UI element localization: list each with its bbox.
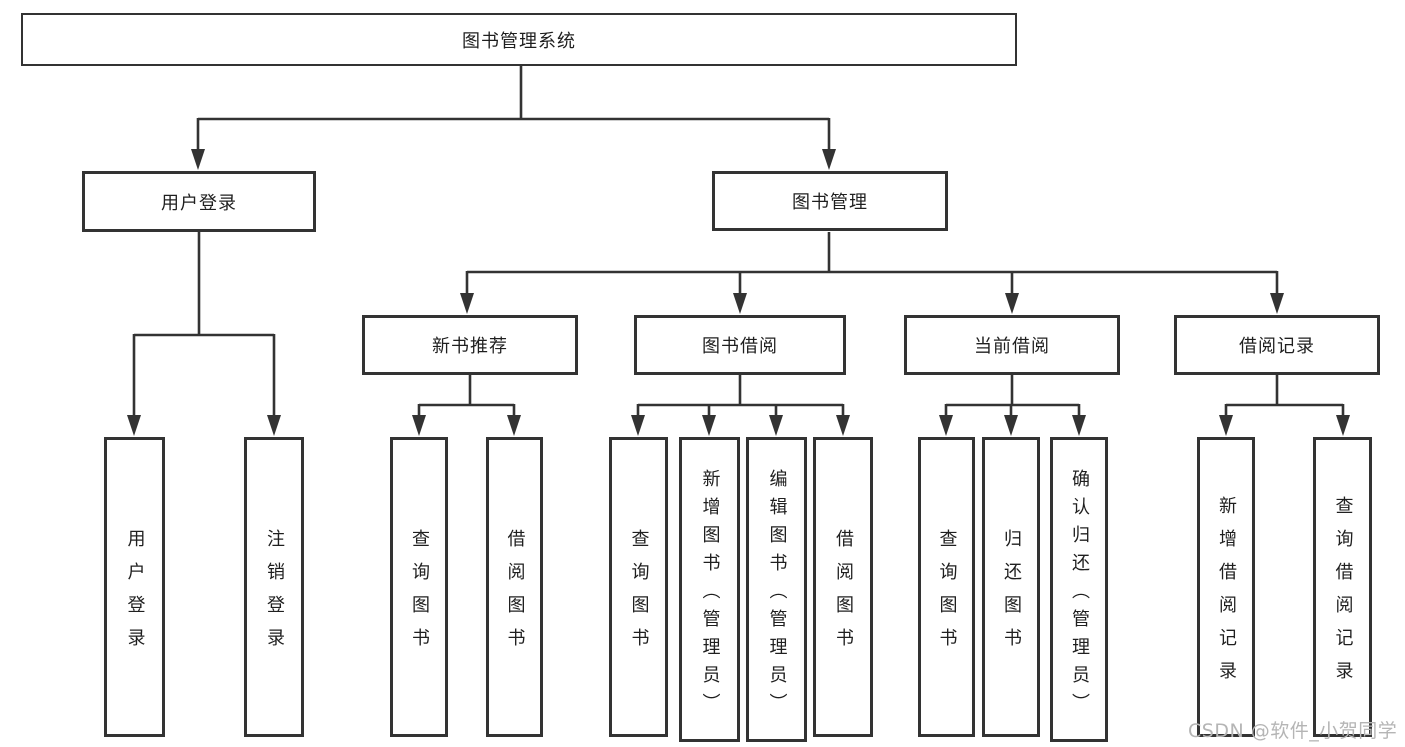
node-label: 查询图书 [409, 528, 430, 661]
node-label: 借阅记录 [1239, 336, 1315, 357]
leaf-borrow-books-recommend: 借阅图书 [486, 437, 543, 737]
node-label: 查询借阅记录 [1332, 495, 1354, 694]
node-root-library-system: 图书管理系统 [21, 13, 1017, 66]
leaf-user-login: 用户登录 [104, 437, 165, 737]
leaf-add-borrow-record: 新增借阅记录 [1197, 437, 1255, 737]
node-label: 图书管理系统 [462, 30, 576, 52]
node-label: 新书推荐 [432, 336, 508, 357]
node-label: 新增借阅记录 [1216, 495, 1237, 694]
node-label: 注销登录 [264, 528, 285, 661]
node-label: 当前借阅 [974, 336, 1050, 357]
node-label: 用户登录 [161, 192, 237, 214]
node-new-book-recommend: 新书推荐 [362, 315, 578, 375]
leaf-logout: 注销登录 [244, 437, 304, 737]
leaf-edit-books-admin: 编辑图书（管理员） [746, 437, 807, 742]
node-label: 借阅图书 [504, 528, 526, 661]
leaf-query-books-recommend: 查询图书 [390, 437, 448, 737]
node-book-borrowing: 图书借阅 [634, 315, 846, 375]
node-label: 图书借阅 [702, 336, 778, 357]
node-label: 查询图书 [628, 528, 650, 661]
node-label: 新增图书（管理员） [699, 468, 721, 721]
node-borrowing-records: 借阅记录 [1174, 315, 1380, 375]
node-label: 归还图书 [1001, 528, 1022, 661]
leaf-query-books-current: 查询图书 [918, 437, 975, 737]
leaf-query-books-borrowing: 查询图书 [609, 437, 668, 737]
node-current-borrowing: 当前借阅 [904, 315, 1120, 375]
csdn-watermark: CSDN @软件_小贺同学 [1188, 720, 1398, 742]
leaf-confirm-return-admin: 确认归还（管理员） [1050, 437, 1108, 742]
node-label: 确认归还（管理员） [1069, 468, 1090, 721]
node-label: 编辑图书（管理员） [766, 468, 788, 721]
node-label: 图书管理 [792, 192, 868, 213]
leaf-query-borrow-record: 查询借阅记录 [1313, 437, 1372, 737]
node-label: 查询图书 [936, 528, 958, 661]
node-label: 借阅图书 [833, 528, 854, 661]
leaf-add-books-admin: 新增图书（管理员） [679, 437, 740, 742]
leaf-borrow-books-borrowing: 借阅图书 [813, 437, 873, 737]
leaf-return-books: 归还图书 [982, 437, 1040, 737]
node-label: 用户登录 [124, 528, 146, 661]
node-user-login: 用户登录 [82, 171, 316, 232]
node-book-management: 图书管理 [712, 171, 948, 231]
